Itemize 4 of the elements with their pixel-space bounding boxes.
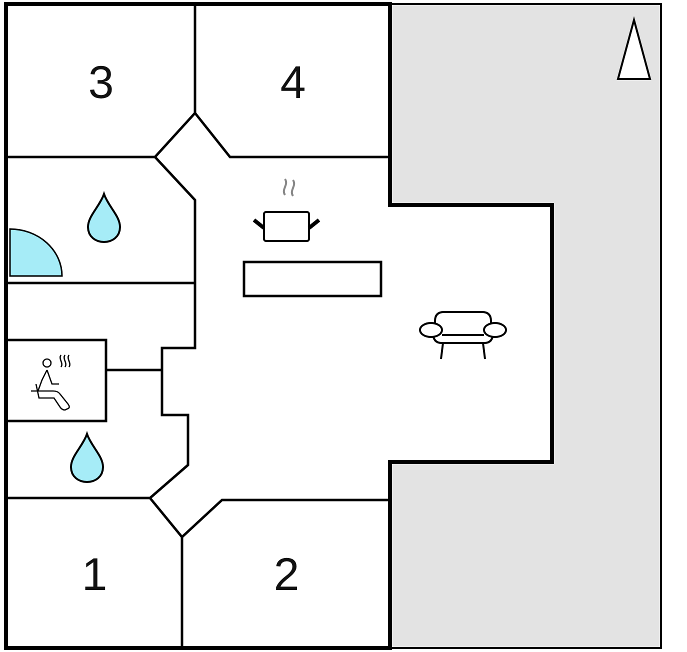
room-number: 2 — [274, 551, 300, 597]
room-number: 1 — [82, 551, 108, 597]
room-number: 4 — [280, 58, 306, 104]
room-number: 3 — [88, 58, 114, 104]
